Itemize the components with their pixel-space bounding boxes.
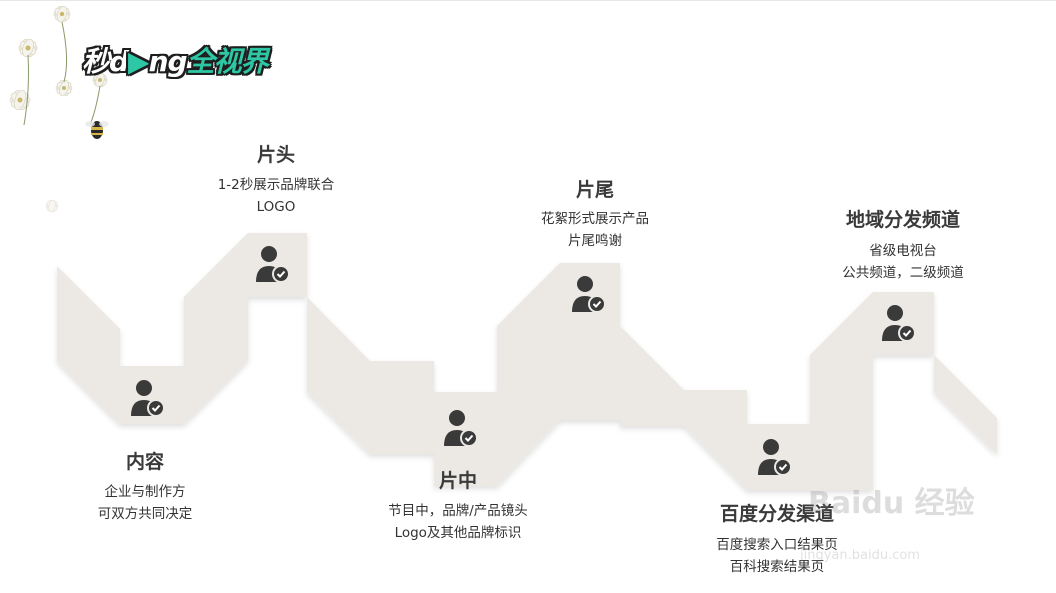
step-title-diyu: 地域分发频道	[846, 205, 960, 232]
flower-decoration	[0, 0, 140, 230]
step-title-pianzhong: 片中	[439, 466, 477, 493]
step-title-neirong: 内容	[126, 447, 164, 474]
step-desc-pianwei: 花絮形式展示产品片尾鸣谢	[541, 208, 649, 252]
step-desc-neirong: 企业与制作方可双方共同决定	[98, 481, 193, 525]
step-title-piantou: 片头	[257, 140, 295, 167]
step-title-pianwei: 片尾	[576, 175, 614, 202]
person-check-icon	[882, 303, 916, 343]
person-check-icon	[758, 437, 792, 477]
person-check-icon	[131, 378, 165, 418]
person-check-icon	[572, 274, 606, 314]
baidu-watermark: Baidu 经验	[808, 478, 975, 522]
person-check-icon	[444, 408, 478, 448]
baidu-watermark-url: jingyan.baidu.com	[800, 548, 920, 563]
brand-logo: 秒d▶ng全视界	[82, 40, 268, 80]
step-desc-diyu: 省级电视台公共频道，二级频道	[842, 240, 964, 284]
person-check-icon	[256, 244, 290, 284]
bee-icon	[85, 121, 109, 139]
